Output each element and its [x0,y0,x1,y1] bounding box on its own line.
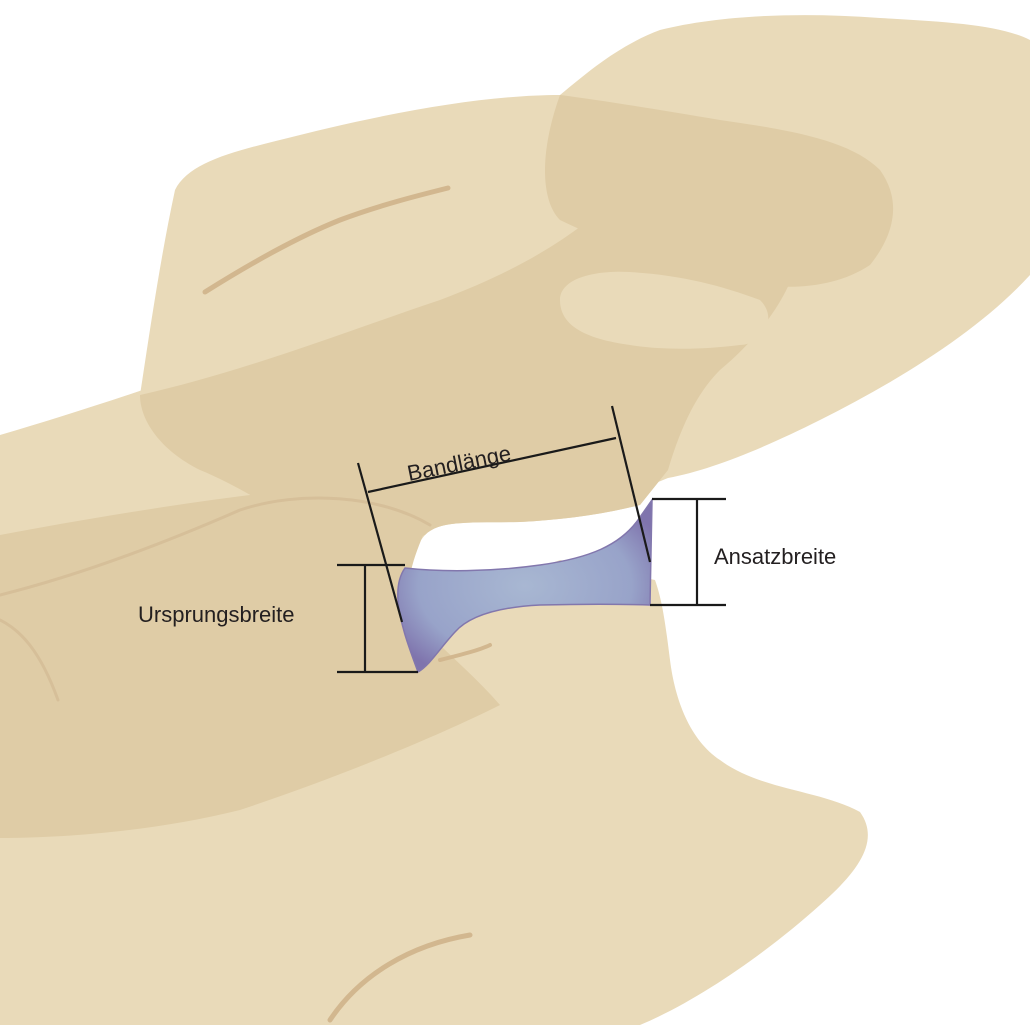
origin-width-label: Ursprungsbreite [138,602,295,627]
insertion-width-label: Ansatzbreite [714,544,836,569]
insertion-width-measure: Ansatzbreite [650,499,836,605]
